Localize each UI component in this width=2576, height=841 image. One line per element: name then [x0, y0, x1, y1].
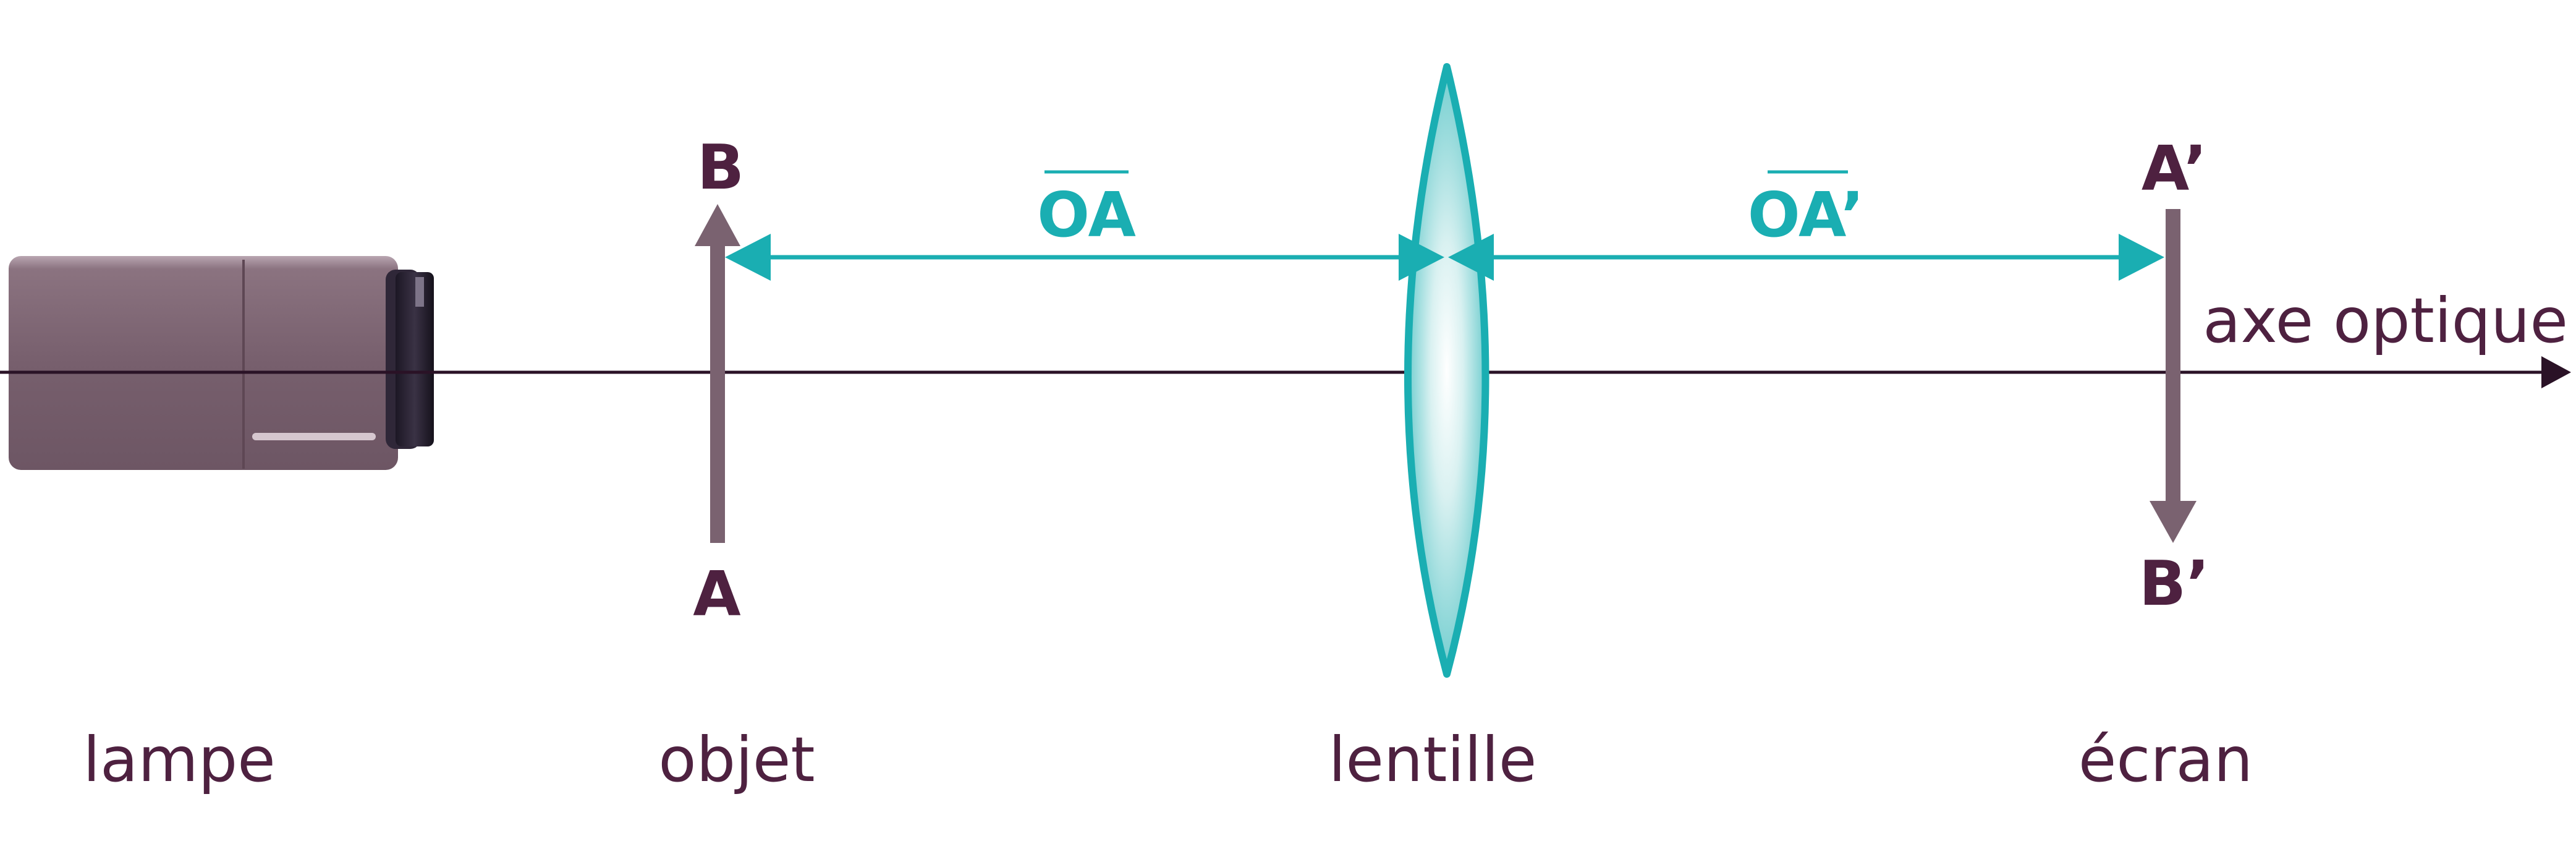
label-b: B: [697, 131, 744, 203]
caption-lamp: lampe: [83, 724, 275, 796]
label-b-prime: B’: [2139, 547, 2210, 620]
label-a: A: [693, 558, 740, 630]
distance-oa-arrow: [725, 234, 1444, 281]
label-oa: OA: [1037, 179, 1136, 251]
optical-axis: [0, 356, 2571, 388]
lamp-icon: [9, 256, 434, 470]
caption-object: objet: [658, 724, 815, 796]
distance-oa-prime-arrow: [1448, 234, 2164, 281]
image-arrow: [2150, 209, 2197, 543]
caption-lens: lentille: [1329, 724, 1537, 796]
caption-screen: écran: [2078, 724, 2253, 796]
converging-lens: [1404, 63, 1489, 678]
object-arrow: [695, 204, 740, 543]
axis-label: axe optique: [2203, 284, 2568, 357]
label-a-prime: A’: [2142, 132, 2207, 205]
label-oa-prime: OA’: [1748, 179, 1865, 251]
